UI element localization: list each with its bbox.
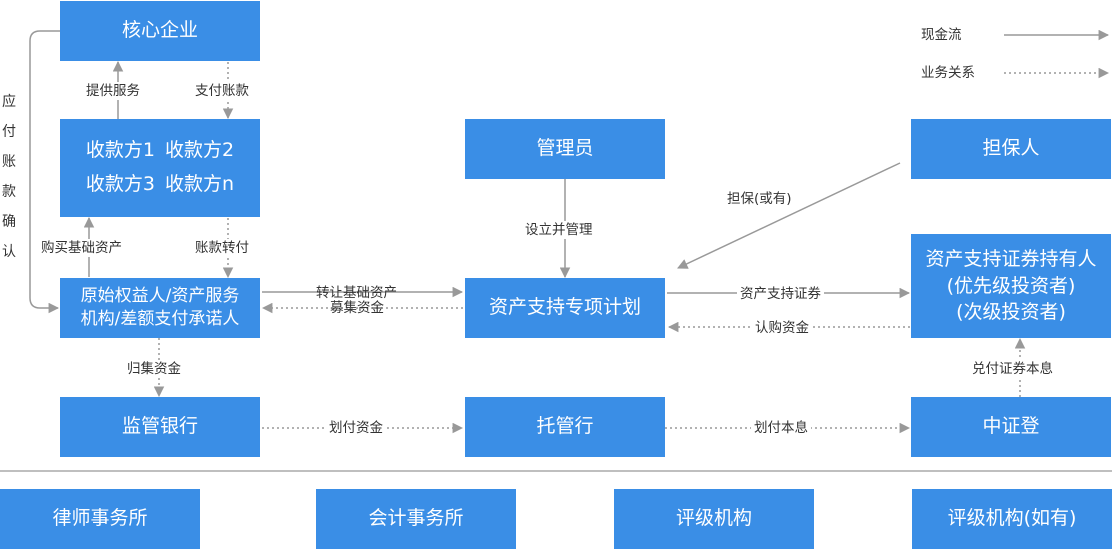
subscribe-funds-label: 认购资金: [752, 319, 812, 337]
rating-agency-box: 评级机构: [614, 489, 814, 549]
transfer-accounts-label: 账款转付: [192, 239, 252, 257]
establish-manage-label: 设立并管理: [522, 221, 596, 239]
holders-box: 资产支持证券持有人 (优先级投资者) (次级投资者): [911, 234, 1111, 338]
originator-line-1: 原始权益人/资产服务: [80, 286, 240, 307]
redeem-label: 兑付证券本息: [969, 360, 1056, 378]
guarantee-label: 担保(或有): [724, 190, 795, 208]
raise-funds-label: 募集资金: [330, 300, 384, 316]
payee-1-label: 收款方1: [85, 139, 155, 162]
buy-assets-label: 购买基础资产: [38, 239, 125, 257]
provide-service-label: 提供服务: [83, 82, 143, 100]
abs-label: 资产支持证券: [737, 285, 824, 303]
payable-confirm-label: 应付账款确认: [2, 94, 16, 260]
rating-agency-label: 评级机构: [675, 507, 752, 530]
holders-line-3: (次级投资者): [956, 301, 1066, 324]
regulatory-bank-label: 监管银行: [121, 415, 198, 438]
core-enterprise-label: 核心企业: [121, 19, 198, 42]
payee-n-label: 收款方n: [165, 173, 235, 195]
rating-agency-optional-box: 评级机构(如有): [912, 489, 1112, 549]
payees-box: 收款方1 收款方2 收款方3 收款方n: [60, 119, 260, 217]
payee-3-label: 收款方3: [85, 173, 155, 195]
csdc-label: 中证登: [982, 415, 1040, 438]
custodian-label: 托管行: [536, 415, 594, 438]
manager-box: 管理员: [465, 119, 665, 179]
transfer-assets-label: 转让基础资产: [316, 285, 397, 301]
manager-label: 管理员: [536, 137, 594, 160]
special-plan-box: 资产支持专项计划: [465, 278, 665, 338]
transfer-principal-interest-label: 划付本息: [751, 419, 811, 437]
special-plan-label: 资产支持专项计划: [488, 296, 641, 319]
guarantor-box: 担保人: [911, 119, 1111, 179]
originator-line-2: 机构/差额支付承诺人: [80, 309, 240, 329]
accounting-firm-label: 会计事务所: [368, 507, 464, 530]
law-firm-label: 律师事务所: [52, 507, 148, 530]
legend-cash-flow-label: 现金流: [918, 26, 965, 44]
payee-2-label: 收款方2: [165, 139, 235, 162]
edge-guarantee: [677, 162, 901, 269]
regulatory-bank-box: 监管银行: [60, 397, 260, 457]
law-firm-box: 律师事务所: [0, 489, 200, 549]
holders-line-2: (优先级投资者): [946, 274, 1076, 297]
holders-line-1: 资产支持证券持有人: [925, 248, 1097, 271]
guarantor-label: 担保人: [982, 137, 1040, 160]
accounting-firm-box: 会计事务所: [316, 489, 516, 549]
csdc-box: 中证登: [911, 397, 1111, 457]
custodian-box: 托管行: [465, 397, 665, 457]
rating-agency-optional-label: 评级机构(如有): [947, 507, 1077, 530]
originator-box: 原始权益人/资产服务 机构/差额支付承诺人: [60, 278, 260, 338]
collect-funds-label: 归集资金: [124, 360, 184, 378]
core-enterprise-box: 核心企业: [60, 1, 260, 61]
pay-accounts-label: 支付账款: [192, 82, 252, 100]
edge-payable-confirm: [29, 30, 60, 314]
transfer-funds-label: 划付资金: [326, 419, 386, 437]
legend-business-relation-label: 业务关系: [918, 64, 978, 82]
